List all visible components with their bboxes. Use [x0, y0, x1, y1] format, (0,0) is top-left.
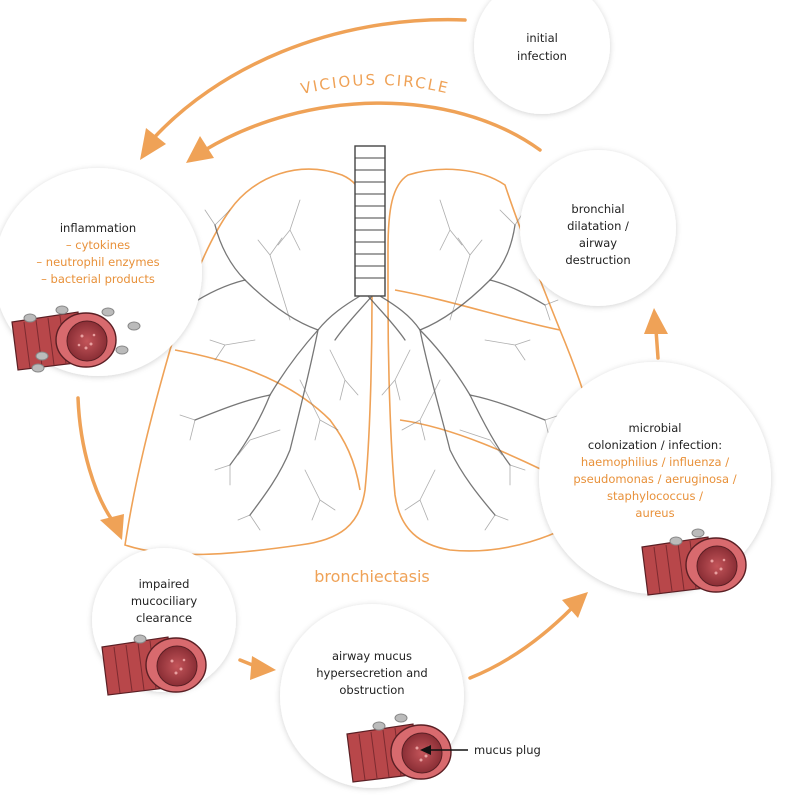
right-upper-fissure — [394, 289, 561, 331]
lungs-illustration — [124, 145, 611, 556]
bronchial-line-3: airway — [579, 236, 617, 250]
right-main-bronchus — [367, 295, 421, 341]
arrow-inflammation-to-impaired — [76, 396, 114, 522]
initial-line-2: infection — [517, 49, 567, 63]
airway-tube-inflammation — [11, 305, 141, 373]
node-initial-infection: initial infection — [474, 0, 610, 114]
arrow-hypersecretion-to-microbial — [468, 606, 574, 680]
left-fissure — [174, 349, 361, 491]
airway-tube-impaired — [101, 634, 207, 696]
arrow-microbial-to-bronchial — [654, 328, 660, 360]
airway-tube-microbial — [641, 528, 747, 596]
arrow-bronchial-to-inflammation — [203, 101, 542, 152]
microbial-org-4: aureus — [635, 506, 674, 520]
impaired-line-1: impaired — [139, 577, 190, 591]
node-bronchial-dilatation: bronchial dilatation / airway destructio… — [520, 150, 676, 306]
mucus-plug-callout: mucus plug — [420, 743, 541, 757]
impaired-line-3: clearance — [136, 611, 192, 625]
left-main-bronchus — [317, 295, 373, 341]
initial-line-1: initial — [526, 31, 558, 45]
hypersecretion-line-3: obstruction — [339, 683, 404, 697]
bronchial-line-2: dilatation / — [567, 219, 629, 233]
microbial-org-2: pseudomonas / aeruginosa / — [573, 472, 736, 486]
inflammation-item-3: – bacterial products — [41, 272, 155, 286]
cycle-arrows — [76, 17, 668, 680]
impaired-line-2: mucociliary — [131, 594, 198, 608]
hypersecretion-line-1: airway mucus — [332, 649, 412, 663]
left-bronchial-tree — [177, 199, 359, 531]
mucus-plug-label: mucus plug — [474, 743, 541, 757]
inflammation-heading: inflammation — [60, 221, 136, 235]
microbial-org-1: haemophilius / influenza / — [581, 455, 729, 469]
right-lung-outline — [387, 168, 611, 552]
vicious-circle-label: VICIOUS CIRCLE — [299, 71, 451, 98]
microbial-line-2: colonization / infection: — [588, 438, 722, 452]
microbial-org-3: staphylococcus / — [607, 489, 703, 503]
inflammation-item-2: – neutrophil enzymes — [36, 255, 159, 269]
right-bronchial-tree — [381, 199, 561, 531]
inflammation-item-1: – cytokines — [66, 238, 130, 252]
arrow-initial-to-inflammation — [150, 17, 467, 142]
hypersecretion-line-2: hypersecretion and — [316, 666, 427, 680]
microbial-line-1: microbial — [629, 421, 682, 435]
bronchiectasis-label: bronchiectasis — [314, 567, 430, 586]
node-microbial: microbial colonization / infection: haem… — [539, 362, 771, 594]
trachea — [354, 145, 386, 297]
airway-tube-hypersecretion — [346, 713, 452, 783]
bronchial-line-1: bronchial — [571, 202, 624, 216]
bronchial-line-4: destruction — [565, 253, 630, 267]
